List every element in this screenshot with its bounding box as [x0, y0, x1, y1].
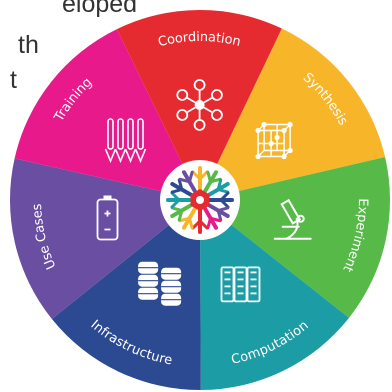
multicolor-snowflake-logo	[160, 160, 240, 240]
segment-training	[14, 29, 200, 200]
segment-synthesis	[200, 28, 386, 201]
network-hub-icon	[176, 79, 223, 131]
segment-computation	[200, 200, 349, 390]
segment-experiment	[200, 157, 391, 318]
server-rack-icon	[220, 266, 261, 303]
test-tubes-icon	[104, 118, 147, 164]
crystal-lattice-icon	[255, 121, 293, 160]
partial-text-line-2: th	[18, 31, 39, 59]
segment-infrastructure	[51, 200, 201, 391]
database-stack-icon	[138, 261, 182, 306]
segment-label-coordination: Coordination	[157, 29, 243, 49]
partial-text-line-1: eloped	[62, 0, 138, 18]
microscope-icon	[273, 198, 312, 240]
partial-text-line-3: t	[10, 66, 17, 94]
battery-icon	[96, 195, 119, 241]
